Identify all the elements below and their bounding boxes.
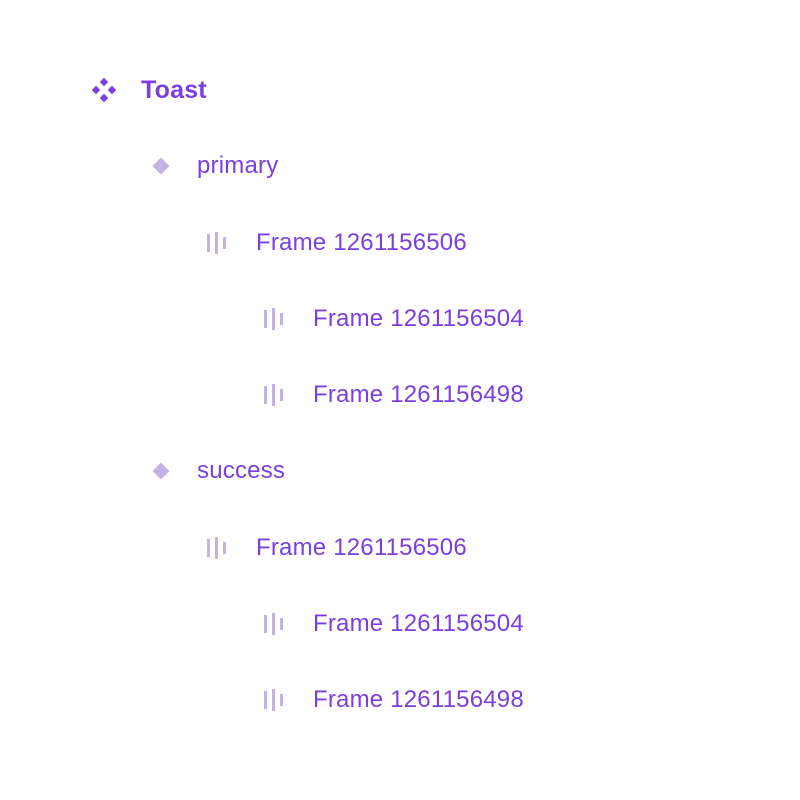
layer-label: Frame 1261156506 xyxy=(256,534,467,561)
horizontal-auto-layout-icon xyxy=(261,610,289,638)
layer-row-frame[interactable]: Frame 1261156498 xyxy=(261,676,524,724)
layer-label: success xyxy=(197,457,286,484)
layer-label: primary xyxy=(197,152,279,179)
layer-row-frame[interactable]: Frame 1261156506 xyxy=(204,524,467,572)
layer-row-frame[interactable]: Frame 1261156506 xyxy=(204,219,467,267)
layer-row-variant-success[interactable]: success xyxy=(147,447,285,495)
layer-label: Frame 1261156504 xyxy=(313,305,524,332)
horizontal-auto-layout-icon xyxy=(261,381,289,409)
layer-row-frame[interactable]: Frame 1261156504 xyxy=(261,295,524,343)
layer-label: Frame 1261156504 xyxy=(313,610,524,637)
layer-label: Frame 1261156498 xyxy=(313,686,524,713)
layer-label: Frame 1261156498 xyxy=(313,381,524,408)
variant-diamond-icon xyxy=(147,457,175,485)
horizontal-auto-layout-icon xyxy=(261,305,289,333)
layer-label: Frame 1261156506 xyxy=(256,229,467,256)
layer-label: Toast xyxy=(141,75,207,104)
layer-row-frame[interactable]: Frame 1261156498 xyxy=(261,371,524,419)
layer-row-frame[interactable]: Frame 1261156504 xyxy=(261,600,524,648)
horizontal-auto-layout-icon xyxy=(261,686,289,714)
horizontal-auto-layout-icon xyxy=(204,534,232,562)
component-icon xyxy=(90,76,118,104)
variant-diamond-icon xyxy=(147,152,175,180)
layer-row-component-toast[interactable]: Toast xyxy=(90,66,207,114)
horizontal-auto-layout-icon xyxy=(204,229,232,257)
layer-row-variant-primary[interactable]: primary xyxy=(147,142,278,190)
